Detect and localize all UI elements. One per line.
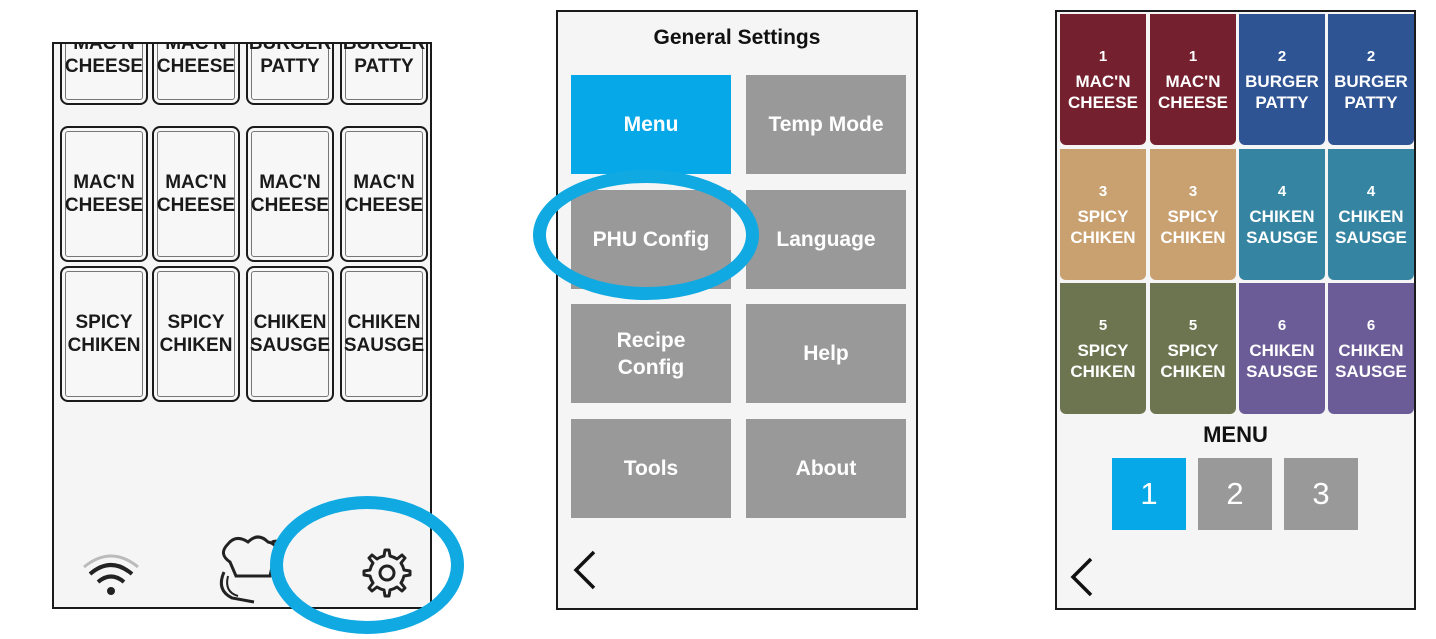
highlight-ring-phu-config [533, 170, 759, 300]
tile-label: MAC'N CHEESE [1158, 72, 1228, 112]
tile-number: 6 [1277, 317, 1287, 334]
tile-label: SPICY CHIKEN [67, 312, 141, 356]
highlight-ring-settings [270, 496, 464, 634]
tile-label: MAC'N CHEESE [250, 172, 330, 216]
tile-number: 1 [1188, 48, 1198, 65]
recipe-config-button[interactable]: Recipe Config [571, 304, 731, 403]
tile-number: 6 [1366, 317, 1376, 334]
tile-label: CHIKEN SAUSGE [249, 312, 331, 356]
tile-label: MAC'N CHEESE [64, 42, 144, 77]
tile-label: CHIKEN SAUSGE [343, 312, 425, 356]
tile-number: 4 [1366, 183, 1376, 200]
tile-label: MAC'N CHEESE [64, 172, 144, 216]
tile-label: MAC'N CHEESE [156, 42, 236, 77]
main-screen: MAC'N CHEESE MAC'N CHEESE BURGER PATTY B… [52, 42, 432, 609]
product-tile[interactable]: MAC'N CHEESE [340, 126, 428, 262]
product-tile[interactable]: BURGER PATTY [340, 42, 428, 105]
product-tile[interactable]: SPICY CHIKEN [152, 266, 240, 402]
tools-button[interactable]: Tools [571, 419, 731, 518]
tile-label: BURGER PATTY [1334, 72, 1408, 112]
tile-label: MAC'N CHEESE [1068, 72, 1138, 112]
product-tile[interactable]: MAC'N CHEESE [152, 126, 240, 262]
help-button[interactable]: Help [746, 304, 906, 403]
tile-number: 4 [1277, 183, 1287, 200]
general-settings-screen: General Settings Menu Temp Mode PHU Conf… [556, 10, 918, 610]
tile-label: BURGER PATTY [1245, 72, 1319, 112]
product-tile[interactable]: MAC'N CHEESE [246, 126, 334, 262]
tile-label: BURGER PATTY [248, 42, 332, 77]
page-title: General Settings [653, 26, 821, 49]
tile-label: SPICY CHIKEN [1070, 207, 1136, 247]
tile-label: MAC'N CHEESE [156, 172, 236, 216]
about-button[interactable]: About [746, 419, 906, 518]
tile-number: 3 [1098, 183, 1108, 200]
wifi-icon[interactable] [76, 547, 146, 597]
tile-label: CHIKEN SAUSGE [1246, 341, 1318, 381]
tile-label: BURGER PATTY [342, 42, 426, 77]
tile-label: CHIKEN SAUSGE [1246, 207, 1318, 247]
menu-label: MENU [1203, 422, 1268, 447]
product-tile[interactable]: BURGER PATTY [246, 42, 334, 105]
product-tile[interactable]: CHIKEN SAUSGE [246, 266, 334, 402]
page-3-button[interactable]: 3 [1284, 458, 1358, 530]
language-button[interactable]: Language [746, 190, 906, 289]
tile-number: 2 [1366, 48, 1376, 65]
tile-number: 1 [1098, 48, 1108, 65]
tile-label: SPICY CHIKEN [1160, 207, 1226, 247]
tile-label: CHIKEN SAUSGE [1335, 341, 1407, 381]
tile-label: SPICY CHIKEN [1070, 341, 1136, 381]
temp-mode-button[interactable]: Temp Mode [746, 75, 906, 174]
tile-number: 2 [1277, 48, 1287, 65]
tile-label: CHIKEN SAUSGE [1335, 207, 1407, 247]
product-tile[interactable]: MAC'N CHEESE [152, 42, 240, 105]
tile-label: MAC'N CHEESE [344, 172, 424, 216]
product-tile[interactable]: MAC'N CHEESE [60, 42, 148, 105]
page-2-button[interactable]: 2 [1198, 458, 1272, 530]
tile-number: 3 [1188, 183, 1198, 200]
tile-number: 5 [1098, 317, 1108, 334]
chevron-left-icon[interactable] [1067, 555, 1097, 599]
product-tile[interactable]: CHIKEN SAUSGE [340, 266, 428, 402]
chevron-left-icon[interactable] [570, 548, 600, 592]
menu-button[interactable]: Menu [571, 75, 731, 174]
tile-label: SPICY CHIKEN [1160, 341, 1226, 381]
product-tile[interactable]: SPICY CHIKEN [60, 266, 148, 402]
tile-number: 5 [1188, 317, 1198, 334]
product-tile[interactable]: MAC'N CHEESE [60, 126, 148, 262]
page-1-button[interactable]: 1 [1112, 458, 1186, 530]
tile-label: SPICY CHIKEN [159, 312, 233, 356]
